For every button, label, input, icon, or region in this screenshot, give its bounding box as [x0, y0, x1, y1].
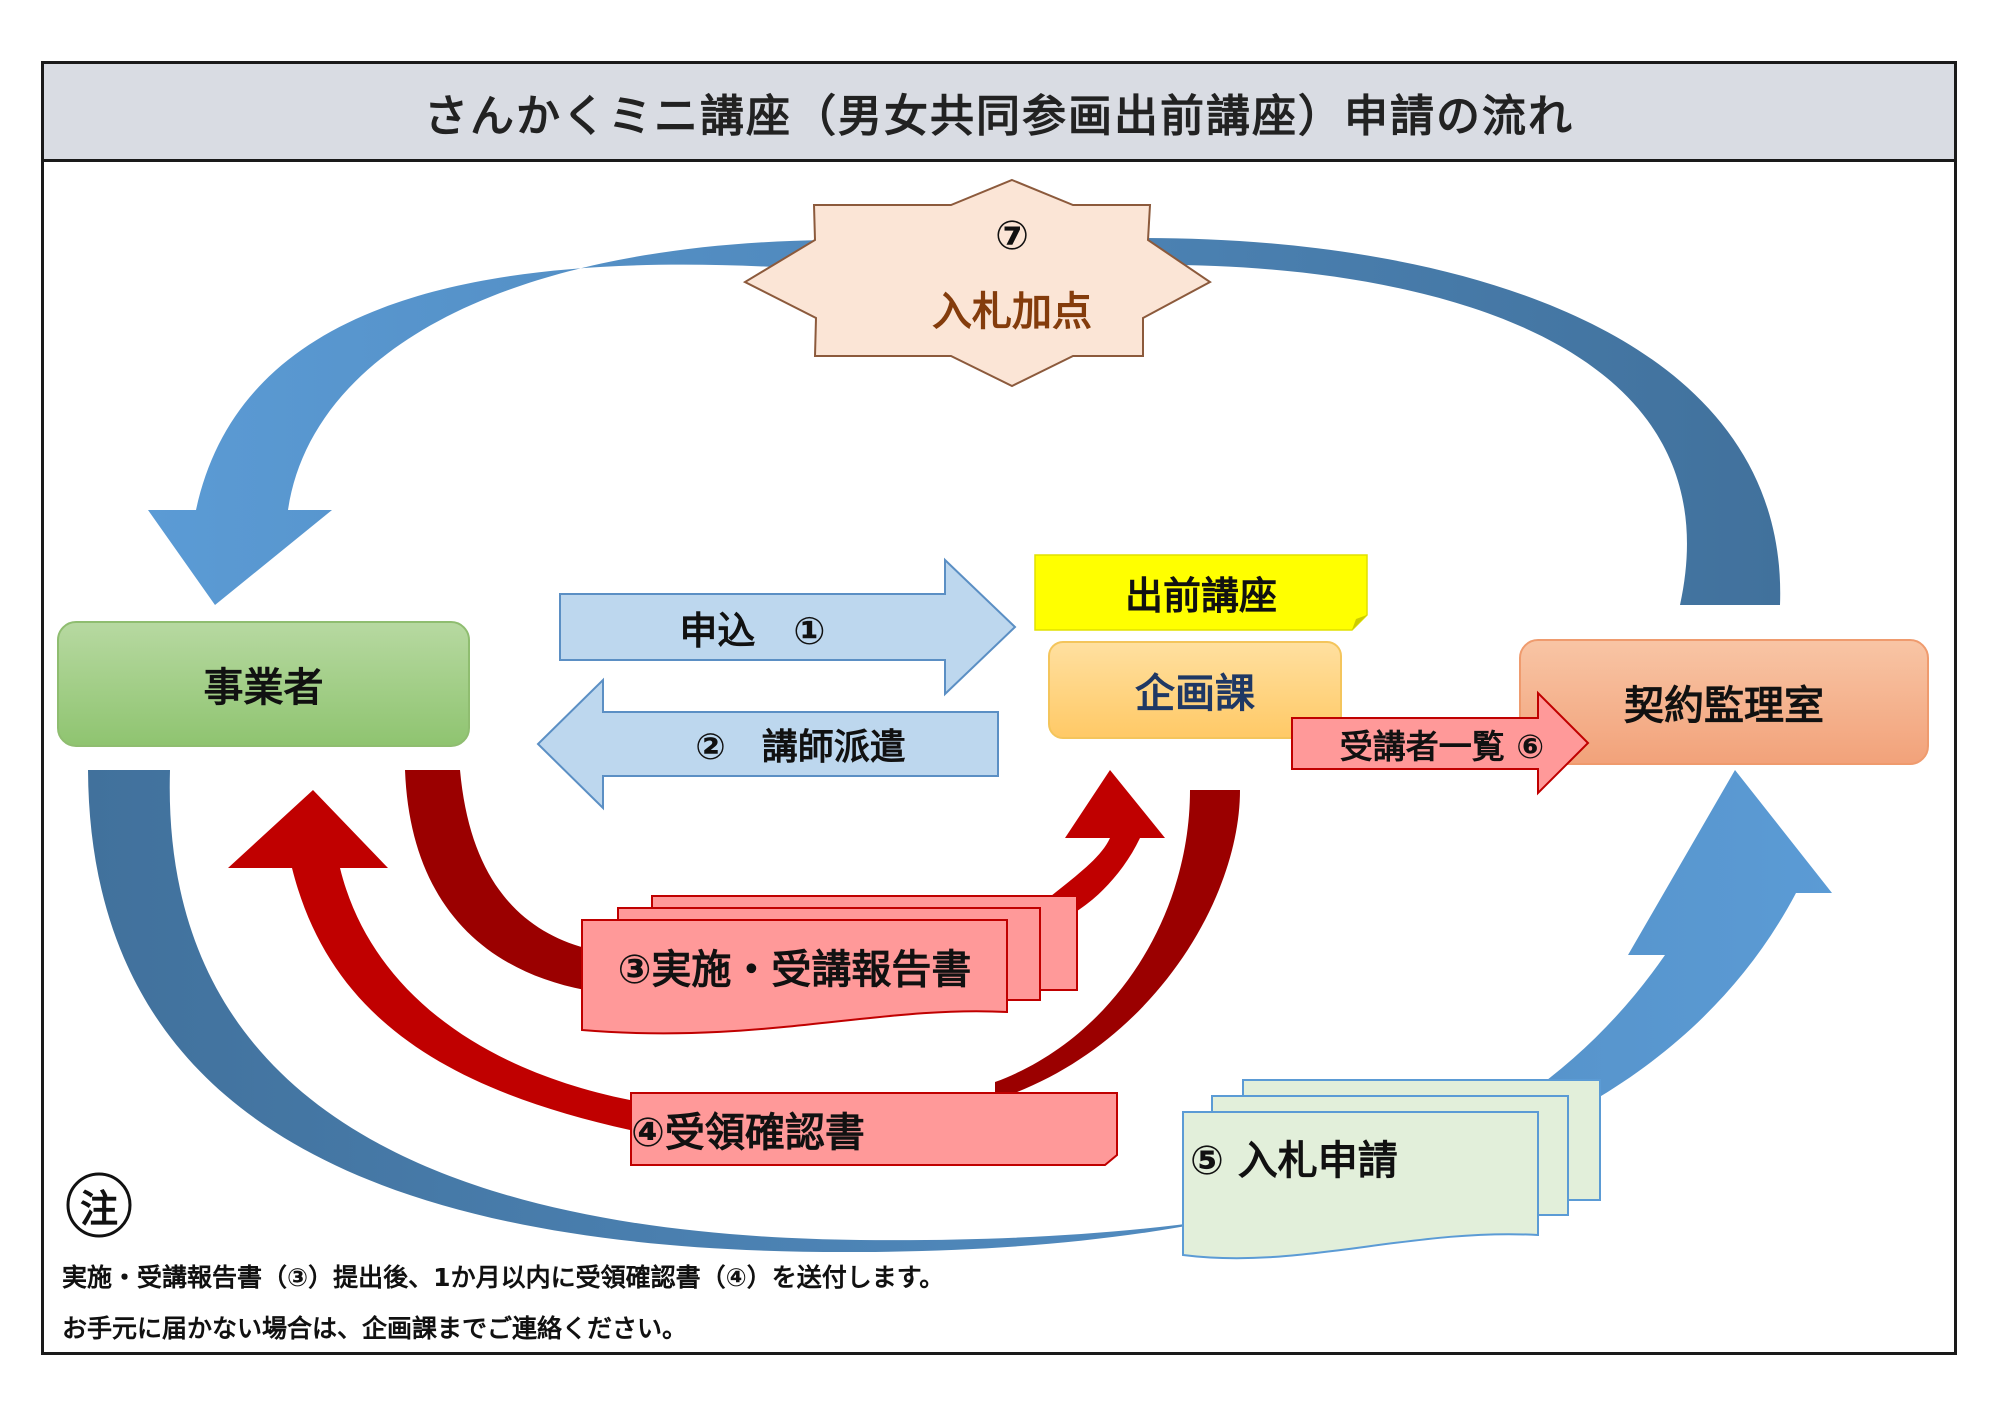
step2-label: ② 講師派遣: [695, 727, 906, 768]
node-kikakuka-label: 企画課: [1135, 671, 1255, 717]
note-mark: 注: [79, 1186, 118, 1231]
arc-jigyosha-to-doc3: [405, 770, 585, 990]
demae-tag: [1034, 554, 1368, 631]
step3-label: ③実施・受講報告書: [617, 947, 972, 993]
step1-label: 申込 ①: [679, 608, 826, 653]
title-bar: さんかくミニ講座（男女共同参画出前講座）申請の流れ: [44, 64, 1954, 162]
step7-label: 入札加点: [932, 289, 1092, 335]
node-keiyaku: [1519, 639, 1929, 765]
step4-label: ④受領確認書: [631, 1110, 865, 1156]
doc-step4: [630, 1092, 1118, 1166]
arrow-doc4-to-jigyosha: [228, 790, 630, 1130]
note-line-1: 実施・受講報告書（③）提出後、1か月以内に受領確認書（④）を送付します。: [62, 1263, 945, 1292]
star-burst-icon: [742, 178, 1212, 388]
step5-label: ⑤ 入札申請: [1190, 1138, 1398, 1184]
arrow-step6: [1291, 690, 1590, 796]
arrow-step2: [536, 677, 999, 811]
note-line-2: お手元に届かない場合は、企画課までご連絡ください。: [62, 1314, 688, 1343]
arrow-step1: [559, 557, 1017, 697]
diagram-frame: さんかくミニ講座（男女共同参画出前講座）申請の流れ: [41, 61, 1957, 1355]
step6-label: 受講者一覧 ⑥: [1339, 726, 1545, 766]
arc-kikakuka-to-doc4: [995, 790, 1240, 1100]
arrow-doc3-to-kikakuka: [1040, 770, 1165, 920]
demae-tag-label: 出前講座: [1124, 574, 1277, 618]
node-kikakuka: [1048, 641, 1342, 739]
doc-stack-step5: [1182, 1079, 1601, 1260]
node-keiyaku-label: 契約監理室: [1624, 683, 1824, 729]
node-jigyosha-label: 事業者: [203, 665, 324, 711]
circle-note-icon: [66, 1172, 132, 1238]
step7-number: ⑦: [995, 213, 1029, 259]
node-jigyosha: [57, 621, 470, 747]
doc-stack-step3: [581, 895, 1078, 1035]
page-title: さんかくミニ講座（男女共同参画出前講座）申請の流れ: [424, 90, 1574, 142]
